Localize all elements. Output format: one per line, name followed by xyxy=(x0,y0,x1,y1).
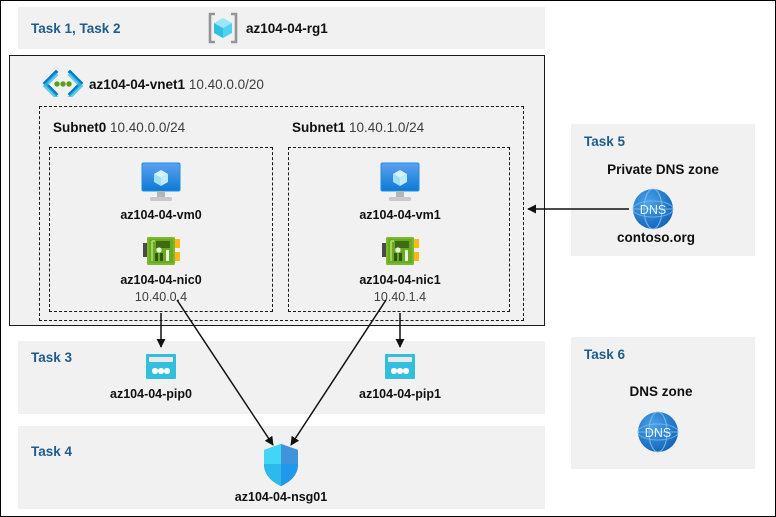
subnet0-box xyxy=(49,147,273,312)
subnet1-title: Subnet1 10.40.1.0/24 xyxy=(292,120,424,135)
subnet0-title: Subnet0 10.40.0.0/24 xyxy=(53,120,185,135)
subnet1-name: Subnet1 xyxy=(292,120,346,135)
virtual-machine-icon xyxy=(135,161,187,205)
resource-group-name: az104-04-rg1 xyxy=(246,21,328,36)
subnet1-prefix: 10.40.1.0/24 xyxy=(349,120,425,135)
subnet0-name: Subnet0 xyxy=(53,120,107,135)
dns-zone-title: DNS zone xyxy=(629,384,693,399)
private-dns-zone-title: Private DNS zone xyxy=(607,162,719,177)
nic1-ip: 10.40.1.4 xyxy=(373,290,427,304)
network-security-group-icon xyxy=(260,442,302,488)
private-dns-zone-panel xyxy=(571,124,755,256)
task-label-6: Task 6 xyxy=(584,347,626,362)
vm0-label: az104-04-vm0 xyxy=(120,208,202,222)
task-label-4: Task 4 xyxy=(31,444,73,459)
dns-zone-icon: DNS xyxy=(630,186,676,232)
task-label-3: Task 3 xyxy=(31,350,73,365)
network-interface-icon xyxy=(139,233,183,271)
virtual-network-icon xyxy=(40,69,86,100)
pip1-label: az104-04-pip1 xyxy=(359,387,441,401)
subnet0-prefix: 10.40.0.0/24 xyxy=(110,120,186,135)
public-ip-panel xyxy=(18,341,545,414)
resource-group-header-panel xyxy=(18,7,545,49)
subnets-container xyxy=(39,106,524,321)
nsg-label: az104-04-nsg01 xyxy=(234,490,328,504)
resource-group-icon xyxy=(205,10,241,46)
dns-zone-icon: DNS xyxy=(635,409,681,455)
public-ip-address-icon xyxy=(380,351,420,383)
nic1-label: az104-04-nic1 xyxy=(359,273,441,287)
nic0-label: az104-04-nic0 xyxy=(120,273,202,287)
vnet-title: az104-04-vnet1 10.40.0.0/20 xyxy=(89,77,264,92)
subnet1-box xyxy=(288,147,510,312)
task-label-5: Task 5 xyxy=(584,134,626,149)
network-interface-icon xyxy=(378,233,422,271)
private-dns-zone-name: contoso.org xyxy=(617,230,695,245)
public-ip-address-icon xyxy=(141,351,181,383)
virtual-machine-icon xyxy=(374,161,426,205)
dns-icon-text: DNS xyxy=(645,426,671,440)
vnet-name: az104-04-vnet1 xyxy=(89,77,186,92)
vnet-address-space: 10.40.0.0/20 xyxy=(188,77,264,92)
nic0-ip: 10.40.0.4 xyxy=(134,290,188,304)
resource-group-name-text: az104-04-rg1 xyxy=(246,21,328,36)
virtual-network-panel xyxy=(9,55,545,326)
task-label-1-2: Task 1, Task 2 xyxy=(31,21,121,36)
dns-icon-text: DNS xyxy=(640,203,666,217)
vm1-label: az104-04-vm1 xyxy=(359,208,441,222)
pip0-label: az104-04-pip0 xyxy=(110,387,192,401)
